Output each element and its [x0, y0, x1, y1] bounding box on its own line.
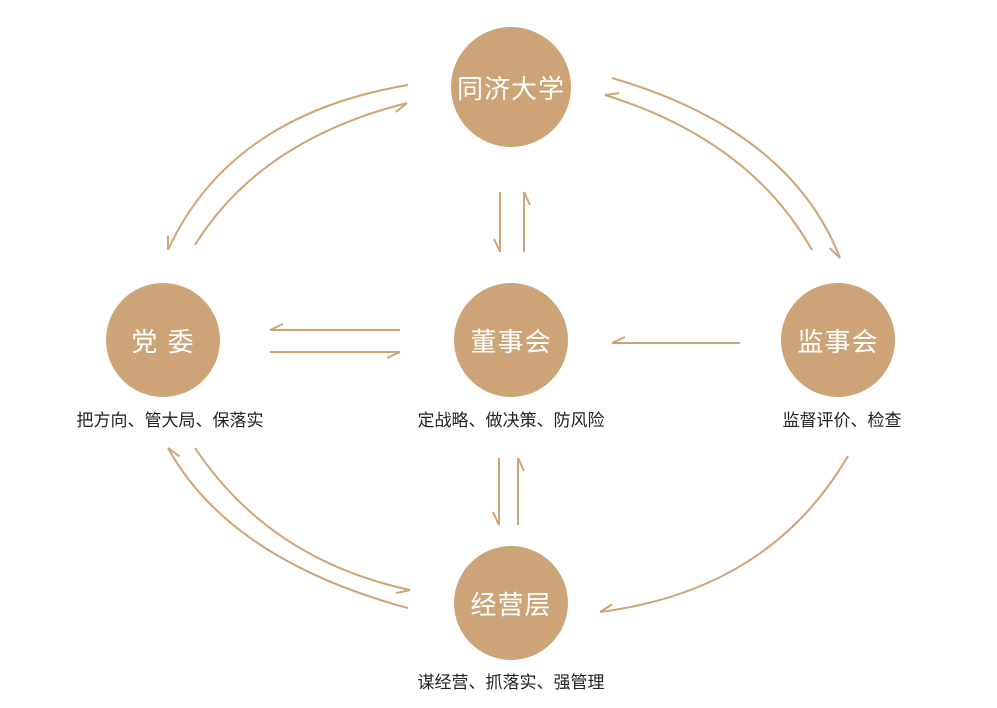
- arrow-university-to-party: [166, 84, 409, 251]
- arrow-management-to-party: [167, 447, 409, 609]
- arrow-supervisors-to-management: [599, 455, 849, 613]
- arrow-supervisors-to-university: [604, 92, 813, 251]
- caption-management: 谋经营、抓落实、强管理: [417, 673, 605, 693]
- caption-party: 把方向、管大局、保落实: [76, 411, 264, 431]
- node-supervisors: 监事会: [781, 283, 895, 397]
- node-management: 经营层: [454, 546, 568, 660]
- caption-board: 定战略、做决策、防风险: [417, 411, 605, 431]
- arrow-university-to-supervisors: [611, 77, 841, 259]
- caption-supervisors: 监督评价、检查: [782, 411, 902, 431]
- arrow-party-to-university: [194, 102, 408, 246]
- node-university: 同济大学: [451, 27, 571, 147]
- node-party: 党 委: [106, 283, 220, 397]
- arrow-party-to-management: [194, 447, 411, 595]
- node-board: 董事会: [454, 283, 568, 397]
